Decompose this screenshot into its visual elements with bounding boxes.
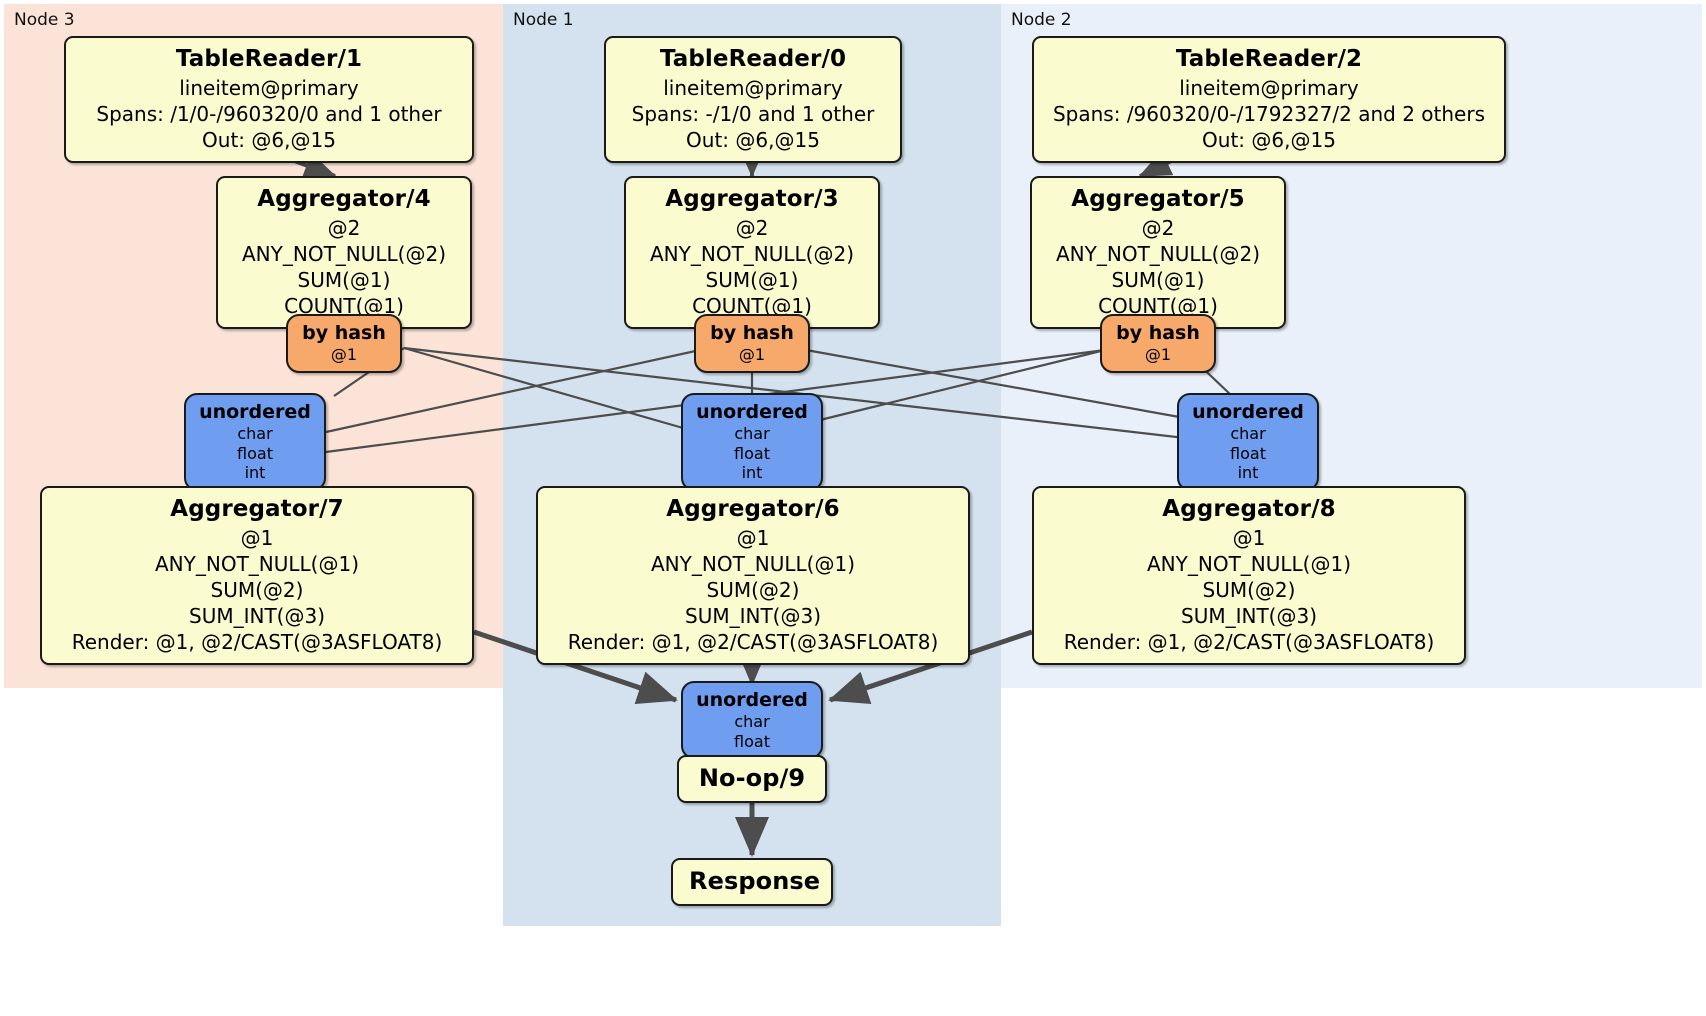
processor-line: Out: @6,@15 <box>202 127 336 152</box>
processor-line: Render: @1, @2/CAST(@3ASFLOAT8) <box>567 629 939 654</box>
processor-aggregator-5[interactable]: Aggregator/5 @2 ANY_NOT_NULL(@2) SUM(@1)… <box>1030 176 1286 329</box>
router-unordered-mid[interactable]: unordered char float int <box>681 393 823 491</box>
processor-aggregator-6[interactable]: Aggregator/6 @1 ANY_NOT_NULL(@1) SUM(@2)… <box>536 486 970 665</box>
router-title: by hash <box>1116 322 1200 344</box>
processor-title: Response <box>689 867 821 895</box>
router-by-hash-mid[interactable]: by hash @1 <box>694 314 810 373</box>
processor-line: lineitem@primary <box>179 75 359 100</box>
processor-line: ANY_NOT_NULL(@2) <box>1056 241 1260 266</box>
processor-title: TableReader/2 <box>1175 46 1363 72</box>
processor-line: SUM(@1) <box>1111 267 1205 292</box>
processor-line: @2 <box>327 215 361 240</box>
processor-line: SUM(@2) <box>706 577 800 602</box>
processor-line: SUM_INT(@3) <box>1181 603 1317 628</box>
processor-tablereader-0[interactable]: TableReader/0 lineitem@primary Spans: -/… <box>604 36 902 163</box>
router-line: char <box>734 712 770 732</box>
processor-aggregator-8[interactable]: Aggregator/8 @1 ANY_NOT_NULL(@1) SUM(@2)… <box>1032 486 1466 665</box>
processor-line: Out: @6,@15 <box>686 127 820 152</box>
processor-line: ANY_NOT_NULL(@1) <box>1147 551 1351 576</box>
processor-line: Out: @6,@15 <box>1202 127 1336 152</box>
processor-line: @1 <box>1232 525 1266 550</box>
router-line: float <box>237 443 273 463</box>
processor-line: Render: @1, @2/CAST(@3ASFLOAT8) <box>1063 629 1435 654</box>
processor-line: SUM(@2) <box>1202 577 1296 602</box>
processor-line: @2 <box>1141 215 1175 240</box>
router-line: @1 <box>1144 345 1172 365</box>
router-unordered-right[interactable]: unordered char float int <box>1177 393 1319 491</box>
processor-line: COUNT(@1) <box>1098 293 1218 318</box>
router-title: unordered <box>696 401 808 423</box>
processor-line: @1 <box>240 525 274 550</box>
processor-line: SUM(@1) <box>297 267 391 292</box>
processor-title: Aggregator/4 <box>257 186 431 212</box>
processor-title: Aggregator/5 <box>1071 186 1245 212</box>
router-line: @1 <box>738 345 766 365</box>
processor-tablereader-2[interactable]: TableReader/2 lineitem@primary Spans: /9… <box>1032 36 1506 163</box>
router-line: float <box>1230 443 1266 463</box>
router-title: by hash <box>710 322 794 344</box>
processor-title: Aggregator/6 <box>666 496 840 522</box>
processor-line: COUNT(@1) <box>284 293 404 318</box>
router-by-hash-right[interactable]: by hash @1 <box>1100 314 1216 373</box>
processor-line: SUM(@2) <box>210 577 304 602</box>
panel-node-2-label: Node 2 <box>1011 10 1072 30</box>
processor-line: SUM_INT(@3) <box>189 603 325 628</box>
router-by-hash-left[interactable]: by hash @1 <box>286 314 402 373</box>
router-title: unordered <box>1192 401 1304 423</box>
processor-noop-9[interactable]: No-op/9 <box>677 755 827 804</box>
panel-node-1-label: Node 1 <box>513 10 574 30</box>
processor-line: ANY_NOT_NULL(@2) <box>650 241 854 266</box>
panel-node-3-label: Node 3 <box>14 10 75 30</box>
processor-line: SUM(@1) <box>705 267 799 292</box>
processor-title: Aggregator/8 <box>1162 496 1336 522</box>
processor-line: SUM_INT(@3) <box>685 603 821 628</box>
processor-aggregator-7[interactable]: Aggregator/7 @1 ANY_NOT_NULL(@1) SUM(@2)… <box>40 486 474 665</box>
processor-title: TableReader/0 <box>659 46 847 72</box>
processor-line: Spans: /960320/0-/1792327/2 and 2 others <box>1052 101 1485 126</box>
router-line: char <box>734 424 770 444</box>
router-line: float <box>734 443 770 463</box>
router-line: float <box>734 731 770 751</box>
router-title: unordered <box>696 689 808 711</box>
router-line: int <box>1237 463 1259 483</box>
processor-title: Aggregator/3 <box>665 186 839 212</box>
processor-line: @2 <box>735 215 769 240</box>
processor-line: ANY_NOT_NULL(@2) <box>242 241 446 266</box>
processor-tablereader-1[interactable]: TableReader/1 lineitem@primary Spans: /1… <box>64 36 474 163</box>
router-line: int <box>741 463 763 483</box>
processor-line: lineitem@primary <box>1179 75 1359 100</box>
processor-title: No-op/9 <box>698 764 806 792</box>
processor-response[interactable]: Response <box>671 858 833 907</box>
processor-title: TableReader/1 <box>175 46 363 72</box>
processor-line: COUNT(@1) <box>692 293 812 318</box>
router-line: char <box>237 424 273 444</box>
router-unordered-left[interactable]: unordered char float int <box>184 393 326 491</box>
processor-line: ANY_NOT_NULL(@1) <box>155 551 359 576</box>
processor-aggregator-4[interactable]: Aggregator/4 @2 ANY_NOT_NULL(@2) SUM(@1)… <box>216 176 472 329</box>
router-line: @1 <box>330 345 358 365</box>
router-line: char <box>1230 424 1266 444</box>
router-unordered-final[interactable]: unordered char float <box>681 681 823 760</box>
router-title: unordered <box>199 401 311 423</box>
processor-line: lineitem@primary <box>663 75 843 100</box>
processor-line: @1 <box>736 525 770 550</box>
processor-line: Render: @1, @2/CAST(@3ASFLOAT8) <box>71 629 443 654</box>
processor-line: ANY_NOT_NULL(@1) <box>651 551 855 576</box>
router-title: by hash <box>302 322 386 344</box>
processor-line: Spans: /1/0-/960320/0 and 1 other <box>96 101 442 126</box>
router-line: int <box>244 463 266 483</box>
processor-line: Spans: -/1/0 and 1 other <box>631 101 875 126</box>
processor-aggregator-3[interactable]: Aggregator/3 @2 ANY_NOT_NULL(@2) SUM(@1)… <box>624 176 880 329</box>
processor-title: Aggregator/7 <box>170 496 344 522</box>
